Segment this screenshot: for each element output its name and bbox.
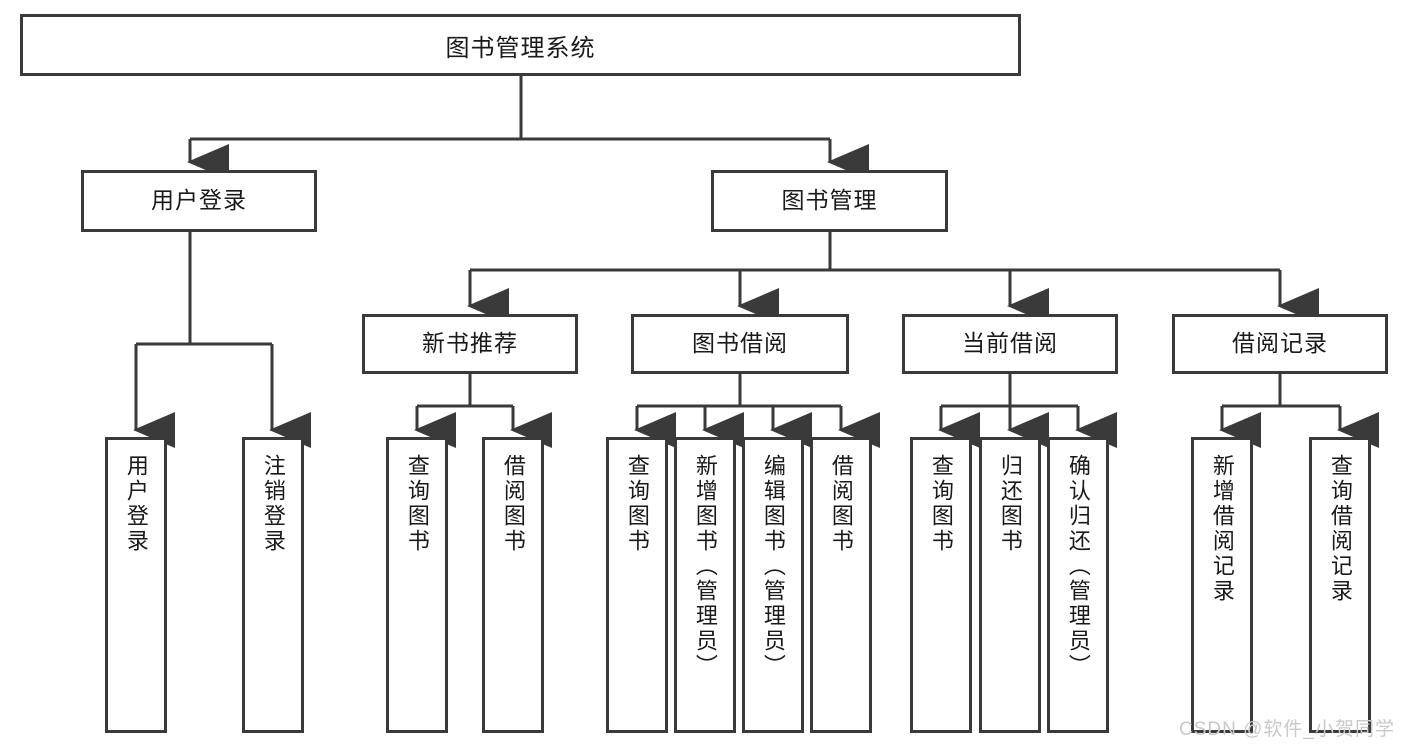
node-label: 新书推荐 bbox=[422, 330, 518, 357]
leaf-query-borrow-record[interactable]: 查询借阅记录 bbox=[1309, 437, 1371, 733]
leaf-query-book-current[interactable]: 查询图书 bbox=[910, 437, 972, 733]
leaf-return-book[interactable]: 归还图书 bbox=[979, 437, 1041, 733]
node-borrow-record[interactable]: 借阅记录 bbox=[1172, 314, 1388, 374]
node-label: 图书管理系统 bbox=[445, 34, 596, 62]
node-book-borrow[interactable]: 图书借阅 bbox=[631, 314, 849, 374]
leaf-label: 用户登录 bbox=[123, 454, 149, 554]
node-current-borrow[interactable]: 当前借阅 bbox=[902, 314, 1118, 374]
leaf-label: 新增图书（管理员） bbox=[692, 454, 718, 679]
leaf-query-book-borrow[interactable]: 查询图书 bbox=[606, 437, 668, 733]
leaf-add-borrow-record[interactable]: 新增借阅记录 bbox=[1191, 437, 1253, 733]
leaf-add-book-admin[interactable]: 新增图书（管理员） bbox=[674, 437, 736, 733]
leaf-label: 借阅图书 bbox=[828, 454, 854, 554]
leaf-borrow-book[interactable]: 借阅图书 bbox=[810, 437, 872, 733]
node-new-book-recommend[interactable]: 新书推荐 bbox=[362, 314, 578, 374]
leaf-label: 归还图书 bbox=[997, 454, 1023, 554]
leaf-label: 确认归还（管理员） bbox=[1065, 454, 1091, 679]
node-book-management[interactable]: 图书管理 bbox=[711, 170, 948, 232]
leaf-user-login[interactable]: 用户登录 bbox=[105, 437, 167, 733]
leaf-label: 编辑图书（管理员） bbox=[760, 454, 786, 679]
leaf-edit-book-admin[interactable]: 编辑图书（管理员） bbox=[742, 437, 804, 733]
leaf-label: 查询图书 bbox=[624, 454, 650, 554]
node-root-system[interactable]: 图书管理系统 bbox=[20, 14, 1021, 76]
leaf-label: 借阅图书 bbox=[500, 454, 526, 554]
node-label: 图书借阅 bbox=[692, 330, 788, 357]
leaf-logout[interactable]: 注销登录 bbox=[242, 437, 304, 733]
node-label: 图书管理 bbox=[781, 187, 878, 214]
node-label: 借阅记录 bbox=[1232, 330, 1328, 357]
watermark-credit: CSDN @软件_小贺同学 bbox=[1179, 719, 1395, 740]
leaf-query-book-new[interactable]: 查询图书 bbox=[386, 437, 448, 733]
leaf-label: 查询图书 bbox=[928, 454, 954, 554]
leaf-borrow-book-new[interactable]: 借阅图书 bbox=[482, 437, 544, 733]
node-user-login[interactable]: 用户登录 bbox=[81, 170, 317, 232]
node-label: 当前借阅 bbox=[962, 330, 1058, 357]
node-label: 用户登录 bbox=[151, 187, 247, 214]
leaf-label: 查询借阅记录 bbox=[1327, 454, 1353, 604]
leaf-label: 新增借阅记录 bbox=[1209, 454, 1235, 604]
leaf-label: 注销登录 bbox=[260, 454, 286, 554]
leaf-label: 查询图书 bbox=[404, 454, 430, 554]
leaf-confirm-return-admin[interactable]: 确认归还（管理员） bbox=[1047, 437, 1109, 733]
